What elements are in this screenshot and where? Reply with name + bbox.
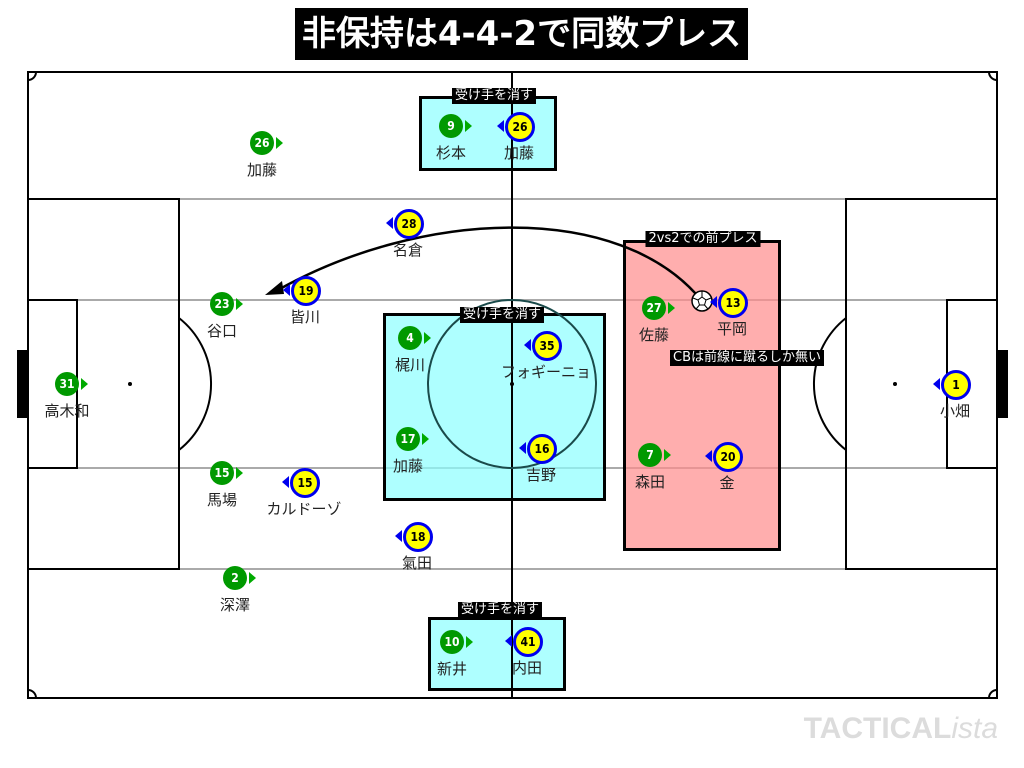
- player-name: 深澤: [219, 596, 250, 614]
- direction-arrow-icon: [424, 332, 431, 344]
- direction-arrow-icon: [497, 120, 504, 132]
- player-number: 10: [440, 630, 464, 654]
- player-number: 19: [291, 276, 321, 306]
- direction-arrow-icon: [249, 572, 256, 584]
- player-number: 9: [439, 114, 463, 138]
- direction-arrow-icon: [81, 378, 88, 390]
- player-number: 20: [713, 442, 743, 472]
- player-name: 平岡: [716, 320, 747, 338]
- direction-arrow-icon: [519, 442, 526, 454]
- watermark-main: TACTICAL: [803, 712, 952, 745]
- player-number: 15: [210, 461, 234, 485]
- player-name: 吉野: [525, 466, 556, 484]
- player-name: 加藤: [503, 144, 534, 162]
- player-number: 7: [638, 443, 662, 467]
- player-name: 金: [719, 474, 735, 492]
- player-name: 皆川: [289, 308, 320, 326]
- direction-arrow-icon: [276, 137, 283, 149]
- bottom-box-label: 受け手を消す: [457, 602, 543, 618]
- center-box-label: 受け手を消す: [459, 307, 545, 323]
- cb-note-label: CBは前線に蹴るしか無い: [670, 350, 824, 366]
- player-number: 15: [290, 468, 320, 498]
- player-name: 加藤: [246, 161, 277, 179]
- player-number: 41: [513, 627, 543, 657]
- player-name: フォギーニョ: [500, 363, 591, 381]
- ball-icon: [691, 290, 713, 312]
- pass-arrow: [277, 226, 703, 302]
- player-name: 新井: [436, 660, 467, 678]
- player-number: 13: [718, 288, 748, 318]
- player-number: 26: [505, 112, 535, 142]
- player-name: 名倉: [392, 241, 423, 259]
- player-number: 2: [223, 566, 247, 590]
- player-number: 35: [532, 331, 562, 361]
- direction-arrow-icon: [505, 635, 512, 647]
- player-name: 佐藤: [638, 326, 669, 344]
- player-number: 17: [396, 427, 420, 451]
- direction-arrow-icon: [466, 636, 473, 648]
- direction-arrow-icon: [668, 302, 675, 314]
- player-number: 23: [210, 292, 234, 316]
- direction-arrow-icon: [465, 120, 472, 132]
- watermark-suffix: ista: [951, 712, 998, 745]
- player-name: 杉本: [435, 144, 466, 162]
- player-number: 18: [403, 522, 433, 552]
- player-number: 1: [941, 370, 971, 400]
- press-box-label: 2vs2での前プレス: [645, 231, 761, 247]
- arrow-head: [265, 281, 284, 295]
- watermark-logo: TACTICALista: [804, 712, 998, 746]
- direction-arrow-icon: [664, 449, 671, 461]
- player-name: 梶川: [394, 356, 425, 374]
- direction-arrow-icon: [282, 476, 289, 488]
- player-number: 31: [55, 372, 79, 396]
- diagram-title: 非保持は4-4-2で同数プレス: [295, 8, 748, 60]
- direction-arrow-icon: [395, 530, 402, 542]
- player-name: カルドーゾ: [266, 500, 342, 518]
- player-name: 内田: [511, 659, 542, 677]
- player-name: 谷口: [206, 322, 237, 340]
- direction-arrow-icon: [236, 467, 243, 479]
- player-name: 加藤: [392, 457, 423, 475]
- direction-arrow-icon: [283, 284, 290, 296]
- direction-arrow-icon: [236, 298, 243, 310]
- player-number: 4: [398, 326, 422, 350]
- player-number: 16: [527, 434, 557, 464]
- player-name: 小畑: [939, 402, 970, 420]
- player-name: 森田: [634, 473, 665, 491]
- direction-arrow-icon: [524, 339, 531, 351]
- player-name: 氣田: [401, 554, 432, 572]
- player-number: 27: [642, 296, 666, 320]
- player-number: 28: [394, 209, 424, 239]
- player-number: 26: [250, 131, 274, 155]
- direction-arrow-icon: [386, 217, 393, 229]
- player-name: 高木和: [44, 402, 90, 420]
- direction-arrow-icon: [705, 450, 712, 462]
- direction-arrow-icon: [710, 296, 717, 308]
- player-name: 馬場: [206, 491, 237, 509]
- direction-arrow-icon: [933, 378, 940, 390]
- zone-bottom-box: [428, 617, 566, 691]
- top-box-label: 受け手を消す: [451, 88, 537, 104]
- direction-arrow-icon: [422, 433, 429, 445]
